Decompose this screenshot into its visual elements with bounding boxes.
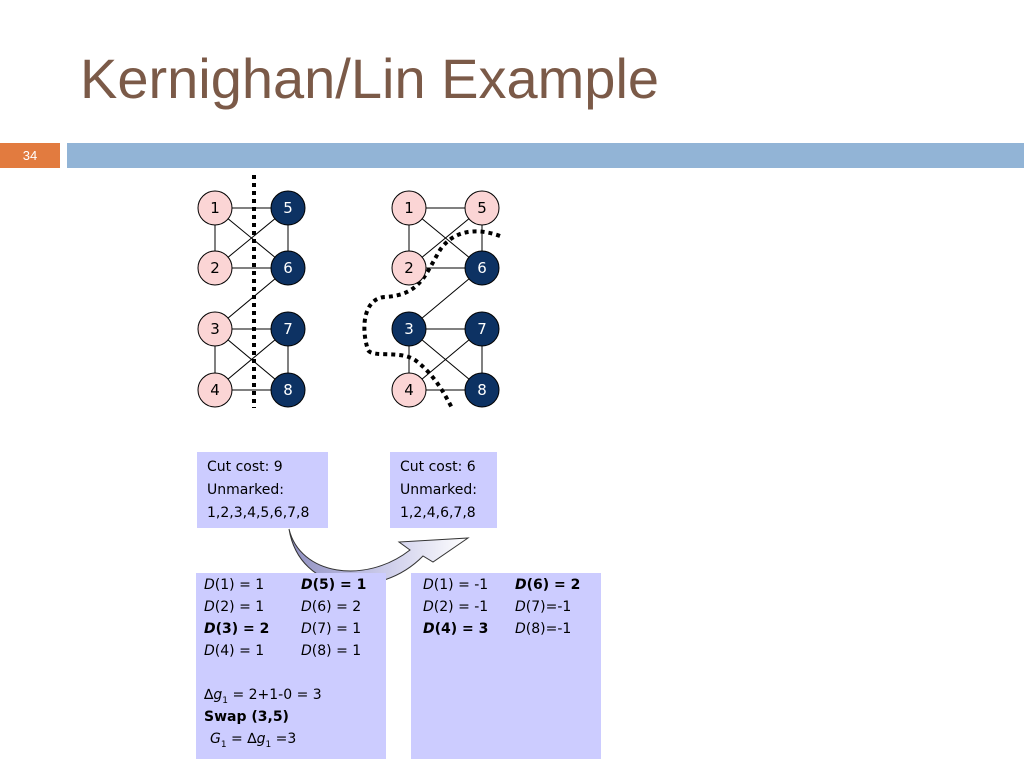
- right-unmarked-list: 1,2,4,6,7,8: [400, 505, 476, 521]
- left-d-table: D(1) = 1 D(2) = 1 D(3) = 2 D(4) = 1 D(5)…: [196, 573, 386, 759]
- right-node-4: [391, 372, 427, 408]
- right-node-label-4: 4: [404, 381, 414, 399]
- left-d6: D(6) = 2: [301, 599, 362, 615]
- right-node-5: [464, 190, 500, 226]
- left-unmarked-list: 1,2,3,4,5,6,7,8: [207, 505, 310, 521]
- right-node-label-2: 2: [404, 259, 414, 277]
- left-node-label-8: 8: [283, 381, 293, 399]
- left-cut-cost: Cut cost: 9: [207, 459, 283, 475]
- left-graph-edges: [214, 207, 289, 391]
- right-node-6: [464, 250, 500, 286]
- right-graph-nodes: 1 2 3 4 5 6 7 8: [391, 190, 500, 408]
- right-node-label-1: 1: [404, 199, 414, 217]
- left-d5: D(5) = 1: [301, 577, 367, 593]
- slide-title: Kernighan/Lin Example: [80, 47, 660, 110]
- left-cut-box: Cut cost: 9 Unmarked: 1,2,3,4,5,6,7,8: [197, 452, 328, 528]
- right-node-8: [464, 372, 500, 408]
- left-node-label-5: 5: [283, 199, 293, 217]
- left-swap: Swap (3,5): [204, 709, 289, 725]
- right-d4: D(4) = 3: [423, 621, 489, 637]
- left-node-1: [197, 190, 233, 226]
- right-d8: D(8)=-1: [515, 621, 572, 637]
- left-d4: D(4) = 1: [204, 643, 265, 659]
- left-node-label-7: 7: [283, 320, 293, 338]
- left-node-3: [197, 311, 233, 347]
- left-node-label-6: 6: [283, 259, 293, 277]
- left-d7: D(7) = 1: [301, 621, 362, 637]
- left-node-5: [270, 190, 306, 226]
- left-node-label-4: 4: [210, 381, 220, 399]
- right-node-label-8: 8: [477, 381, 487, 399]
- right-d-table: D(1) = -1 D(2) = -1 D(4) = 3 D(6) = 2 D(…: [411, 573, 601, 759]
- left-node-4: [197, 372, 233, 408]
- left-delta-g1: ∆g1 = 2+1-0 = 3: [204, 687, 322, 706]
- right-node-label-5: 5: [477, 199, 487, 217]
- right-cut-curve: [362, 229, 501, 409]
- left-d1: D(1) = 1: [204, 577, 265, 593]
- left-d2: D(2) = 1: [204, 599, 265, 615]
- right-cut-cost: Cut cost: 6: [400, 459, 476, 475]
- left-d3: D(3) = 2: [204, 621, 270, 637]
- left-node-label-2: 2: [210, 259, 220, 277]
- left-node-6: [270, 250, 306, 286]
- right-node-1: [391, 190, 427, 226]
- right-cut-box: Cut cost: 6 Unmarked: 1,2,4,6,7,8: [390, 452, 497, 528]
- right-node-2: [391, 250, 427, 286]
- left-G1: G1 = ∆g1 =3: [210, 731, 297, 750]
- left-unmarked-label: Unmarked:: [207, 482, 284, 498]
- right-node-3: [391, 311, 427, 347]
- left-node-7: [270, 311, 306, 347]
- right-node-label-6: 6: [477, 259, 487, 277]
- left-graph-nodes: 1 2 3 4 5 6 7 8: [197, 190, 306, 408]
- slide-number: 34: [0, 143, 60, 168]
- left-node-2: [197, 250, 233, 286]
- right-d6: D(6) = 2: [515, 577, 581, 593]
- right-d7: D(7)=-1: [515, 599, 572, 615]
- left-node-label-1: 1: [210, 199, 220, 217]
- left-d8: D(8) = 1: [301, 643, 362, 659]
- right-unmarked-label: Unmarked:: [400, 482, 477, 498]
- right-node-label-3: 3: [404, 320, 414, 338]
- right-node-7: [464, 311, 500, 347]
- right-graph-edges: [408, 207, 483, 391]
- left-node-label-3: 3: [210, 320, 220, 338]
- right-d2: D(2) = -1: [423, 599, 489, 615]
- right-d1: D(1) = -1: [423, 577, 489, 593]
- header-bar: [67, 143, 1024, 168]
- right-node-label-7: 7: [477, 320, 487, 338]
- left-node-8: [270, 372, 306, 408]
